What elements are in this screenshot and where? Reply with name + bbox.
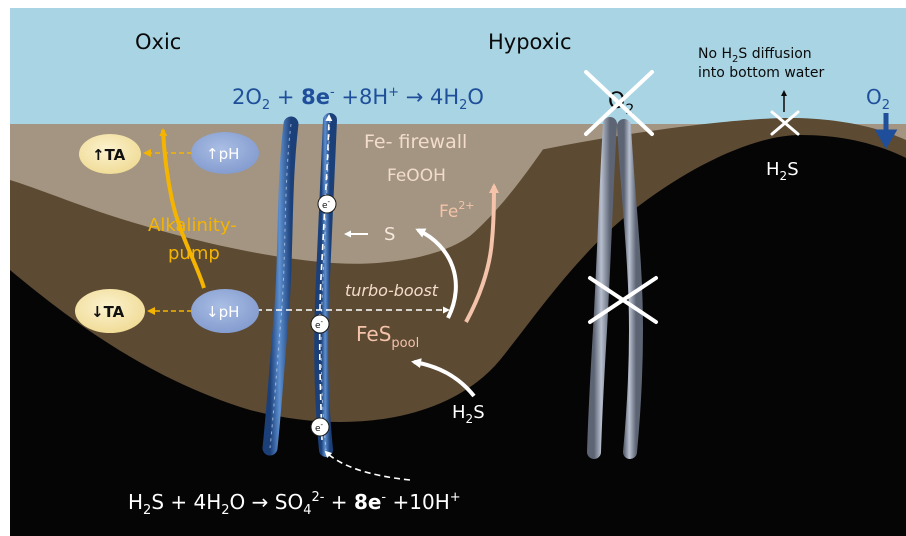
cable-bacterium-right: [314, 113, 337, 457]
electron-marker-top: e-: [317, 194, 337, 214]
svg-text:e-: e-: [315, 318, 324, 331]
cross-diffusion-icon: [770, 110, 800, 136]
no-h2s-diffusion-note: No H2S diffusion: [698, 46, 812, 65]
h2s-deep-label: H2S: [452, 402, 485, 426]
oxic-label: Oxic: [135, 30, 181, 54]
fe-firewall-label: Fe- firewall: [364, 131, 467, 153]
h2s-to-cable-dashed-arrow: [324, 450, 411, 481]
cable-bacterium-inactive-left: [587, 117, 617, 459]
equation-oxygen-reduction: 2O2 + 8e- +8H+ → 4H2O: [232, 85, 484, 113]
cable-bacterium-left: [262, 116, 299, 456]
sulfur-label: S: [384, 224, 395, 245]
fes-to-s-arrow: [415, 228, 458, 319]
svg-text:↑TA: ↑TA: [92, 146, 126, 164]
ta-down-pill: ↓TA: [75, 289, 145, 333]
svg-text:e-: e-: [322, 198, 331, 211]
turbo-boost-label: turbo-boost: [345, 281, 439, 300]
deep-sulfidic-zone: [10, 135, 906, 536]
feooh-label: FeOOH: [387, 166, 446, 186]
fe2-oxidation-arrow: [464, 183, 499, 323]
svg-text:e-: e-: [315, 421, 324, 434]
cross-cable-icon: [588, 276, 658, 324]
o2-bottom-water-label: O2: [866, 85, 890, 113]
svg-text:↓pH: ↓pH: [206, 303, 239, 321]
cable-bacterium-inactive-right: [617, 119, 644, 459]
ph-down-pill: ↓pH: [191, 289, 259, 333]
alkalinity-pump-arrow: [159, 128, 206, 289]
electron-flow-arrow: [318, 114, 333, 441]
fe2-label: Fe2+: [439, 199, 475, 222]
no-h2s-diffusion-note-line2: into bottom water: [698, 65, 824, 81]
fes-pool-label: FeSpool: [356, 322, 419, 351]
alkalinity-pump-label-line2: pump: [168, 243, 220, 264]
ta-up-pill: ↑TA: [79, 134, 141, 174]
h2s-to-fes-arrow: [411, 358, 476, 398]
electron-marker-middle: e-: [310, 314, 330, 334]
electron-marker-bottom: e-: [310, 417, 330, 437]
o2-down-arrow-icon: [874, 113, 898, 149]
cross-o2-icon: [584, 70, 654, 136]
svg-text:↓TA: ↓TA: [91, 303, 125, 321]
alkalinity-pump-label: Alkalinity-: [148, 215, 237, 236]
h2s-mound-label: H2S: [766, 159, 799, 183]
equation-sulfide-oxidation: H2S + 4H2O → SO42- + 8e- +10H+: [128, 490, 461, 518]
hypoxic-label: Hypoxic: [488, 30, 572, 54]
svg-text:↑pH: ↑pH: [206, 145, 239, 163]
ph-up-pill: ↑pH: [191, 132, 259, 174]
